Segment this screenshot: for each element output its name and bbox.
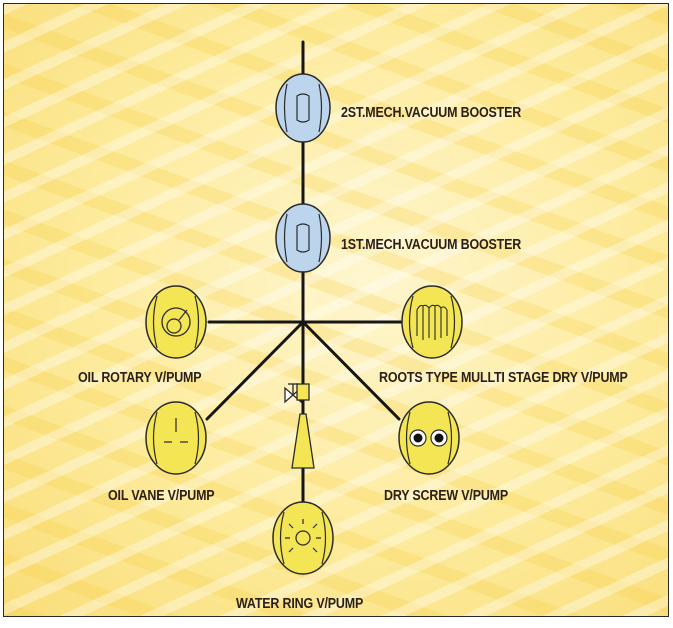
connection-lines [205,40,403,506]
line-to-dry-screw [301,320,401,421]
label-oil-rotary-pump: OIL ROTARY V/PUMP [78,370,202,386]
booster-icon [275,203,331,273]
label-oil-vane-pump: OIL VANE V/PUMP [108,488,215,504]
roots-pump-icon [401,285,463,359]
pump-system-diagram [145,40,463,575]
label-roots-dry-pump: ROOTS TYPE MULLTI STAGE DRY V/PUMP [379,370,628,386]
oil-vane-pump-icon [145,401,207,475]
diagram-canvas: 2ST.MECH.VACUUM BOOSTER 1ST.MECH.VACUUM … [3,3,669,617]
label-dry-screw-pump: DRY SCREW V/PUMP [384,488,509,504]
water-ring-pump-icon [272,501,334,575]
line-to-oil-vane [205,320,305,421]
label-1st-booster: 1ST.MECH.VACUUM BOOSTER [341,237,522,253]
label-2st-booster: 2ST.MECH.VACUUM BOOSTER [341,105,522,121]
booster-icon [275,73,331,143]
ejector-icon [291,383,315,469]
oil-rotary-pump-icon [145,285,207,359]
label-water-ring-pump: WATER RING V/PUMP [236,596,364,612]
dry-screw-pump-icon [398,401,460,475]
